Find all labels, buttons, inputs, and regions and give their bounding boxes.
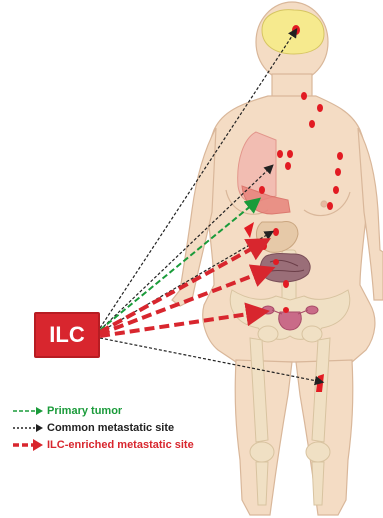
metastasis-dot bbox=[301, 92, 307, 100]
legend-label-primary: Primary tumor bbox=[47, 405, 122, 417]
metastasis-dot bbox=[317, 104, 323, 112]
metastasis-dot bbox=[337, 152, 343, 160]
metastasis-dot bbox=[283, 280, 289, 288]
metastasis-dot bbox=[335, 168, 341, 176]
legend-label-common: Common metastatic site bbox=[47, 422, 174, 434]
legend-swatch-red-thick-dashed-arrow bbox=[12, 439, 44, 451]
legend-item-common: Common metastatic site bbox=[12, 420, 262, 436]
metastasis-dot bbox=[327, 202, 333, 210]
intestines bbox=[260, 254, 310, 283]
legend: Primary tumor Common metastatic site ILC… bbox=[12, 403, 262, 454]
metastasis-dot bbox=[309, 120, 315, 128]
legend-label-ilc-enriched: ILC-enriched metastatic site bbox=[47, 439, 194, 451]
metastasis-dot bbox=[259, 186, 265, 194]
metastasis-dot bbox=[273, 259, 279, 265]
legend-item-ilc-enriched: ILC-enriched metastatic site bbox=[12, 437, 262, 453]
metastasis-dot bbox=[285, 162, 291, 170]
metastasis-dot bbox=[287, 150, 293, 158]
legend-swatch-black-dotted-arrow bbox=[12, 422, 44, 434]
metastasis-dot bbox=[283, 307, 289, 313]
metastasis-dot bbox=[333, 186, 339, 194]
metastasis-dot bbox=[277, 150, 283, 158]
ilc-label: ILC bbox=[49, 322, 84, 348]
legend-swatch-green-dashed-arrow bbox=[12, 405, 44, 417]
legend-item-primary: Primary tumor bbox=[12, 403, 262, 419]
metastasis-dot bbox=[273, 228, 279, 236]
ilc-source-box: ILC bbox=[34, 312, 100, 358]
